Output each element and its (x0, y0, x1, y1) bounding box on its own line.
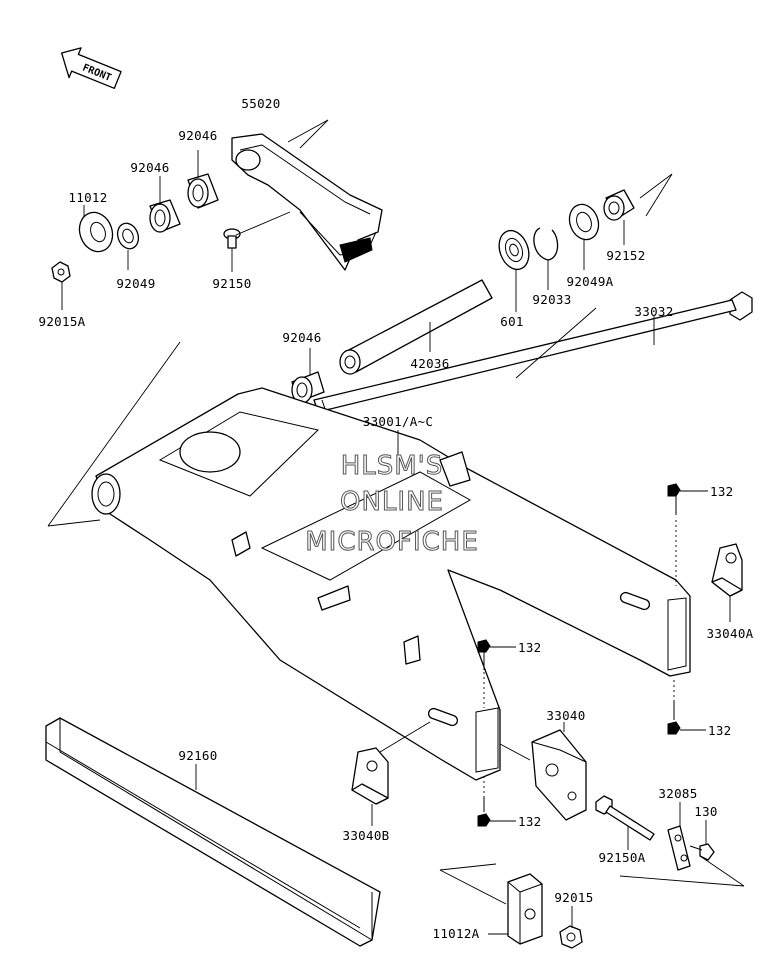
label-32085: 32085 (658, 786, 697, 801)
label-92049a: 92049A (567, 274, 614, 289)
chain-guide-block (507, 873, 543, 945)
nut-part-92015a (51, 261, 71, 283)
chain-adjuster-plate-a (711, 543, 743, 597)
needle-bearing-part-1 (187, 173, 219, 209)
watermark: HLSM'S ONLINE MICROFICHE (305, 451, 479, 558)
swingarm-part (91, 387, 691, 781)
bolt-part-132-b (477, 639, 491, 670)
nut-part-92015 (559, 925, 583, 949)
label-130: 130 (694, 804, 717, 819)
adjuster-bolt-part (595, 795, 655, 841)
part-labels: 55020 92046 92046 11012 92049 92015A 921… (39, 96, 754, 941)
adjuster-plate-part (667, 825, 691, 871)
collar-part (116, 222, 140, 250)
label-92033: 92033 (532, 292, 571, 307)
chain-slider-part (231, 133, 383, 271)
bolt-part-132-a (667, 483, 681, 515)
label-132-a: 132 (710, 484, 733, 499)
label-132-c: 132 (708, 723, 731, 738)
label-42036: 42036 (410, 356, 449, 371)
ball-bearing-part (498, 229, 530, 271)
label-92046-c: 92046 (282, 330, 321, 345)
pivot-shaft-part (339, 279, 493, 375)
chain-adjuster-plate-b (351, 747, 389, 805)
front-arrow-icon: FRONT (61, 47, 122, 89)
label-601: 601 (500, 314, 523, 329)
bolt-part-132-c (667, 700, 681, 735)
snap-ring-part (533, 227, 559, 261)
label-11012: 11012 (68, 190, 107, 205)
chain-adjuster-block (531, 729, 587, 821)
label-92046-b: 92046 (130, 160, 169, 175)
small-bolt-part (689, 843, 715, 861)
rubber-strip-part (45, 717, 381, 947)
label-33001: 33001/A~C (363, 414, 433, 429)
watermark-line-3: MICROFICHE (305, 527, 479, 557)
label-33032: 33032 (634, 304, 673, 319)
oil-seal-part (78, 211, 114, 253)
label-92015a: 92015A (39, 314, 86, 329)
spacer-part (603, 189, 635, 221)
needle-bearing-part-2 (149, 199, 181, 233)
label-92049: 92049 (116, 276, 155, 291)
collar-part-a (568, 203, 600, 241)
watermark-line-2: ONLINE (340, 487, 444, 517)
label-92046-a: 92046 (178, 128, 217, 143)
needle-bearing-part-3 (291, 371, 325, 404)
label-55020: 55020 (241, 96, 280, 111)
bolt-part-92150 (223, 228, 241, 249)
label-92150: 92150 (212, 276, 251, 291)
pivot-bolt-part (313, 291, 753, 413)
watermark-line-1: HLSM'S (341, 451, 444, 481)
label-92150a: 92150A (599, 850, 646, 865)
label-11012a: 11012A (433, 926, 480, 941)
label-132-b: 132 (518, 640, 541, 655)
bolt-part-132-d (477, 796, 491, 827)
label-92152: 92152 (606, 248, 645, 263)
label-33040b: 33040B (343, 828, 390, 843)
label-33040a: 33040A (707, 626, 754, 641)
label-92160: 92160 (178, 748, 217, 763)
label-132-d: 132 (518, 814, 541, 829)
label-33040: 33040 (546, 708, 585, 723)
label-92015: 92015 (554, 890, 593, 905)
